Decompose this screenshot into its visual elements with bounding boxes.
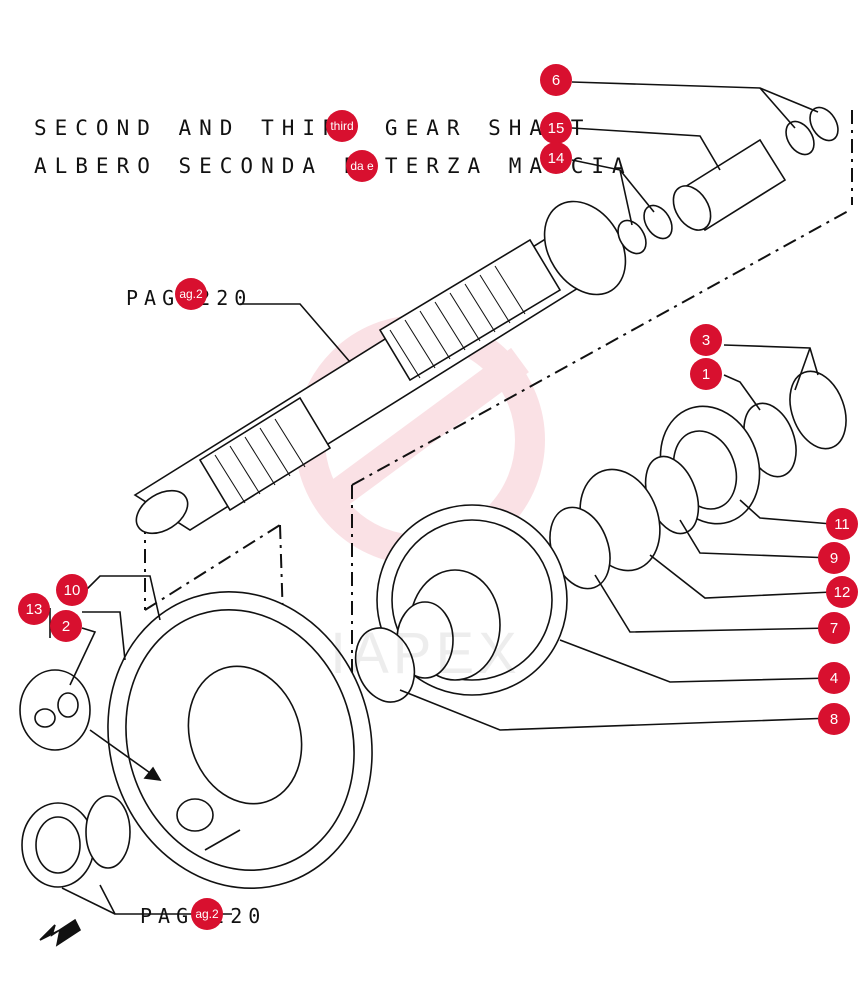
- callout-6[interactable]: 6: [540, 64, 572, 96]
- callout-2[interactable]: 2: [50, 610, 82, 642]
- callout-10[interactable]: 10: [56, 574, 88, 606]
- large-lower-gear: [107, 590, 373, 890]
- shaft-splines: [214, 265, 526, 504]
- watermark-text: IAPEX: [330, 621, 521, 686]
- callout-11[interactable]: 11: [826, 508, 858, 540]
- main-shaft: [133, 200, 627, 535]
- callout-14[interactable]: 14: [540, 142, 572, 174]
- callout-15[interactable]: 15: [540, 112, 572, 144]
- lower-left-parts: [19, 669, 131, 947]
- title-italian: ALBERO SECONDA E TERZA MARCIA: [34, 154, 633, 178]
- callout-13[interactable]: 13: [18, 593, 50, 625]
- callout-1[interactable]: 1: [690, 358, 722, 390]
- right-bearing-parts: [549, 370, 847, 590]
- callout-3[interactable]: 3: [690, 324, 722, 356]
- callout-8[interactable]: 8: [818, 703, 850, 735]
- callout-12[interactable]: 12: [826, 576, 858, 608]
- callout-7[interactable]: 7: [818, 612, 850, 644]
- marker-third[interactable]: third: [326, 110, 358, 142]
- callout-9[interactable]: 9: [818, 542, 850, 574]
- title-english: SECOND AND THIRD GEAR SHAFT: [34, 116, 592, 140]
- upper-shaft-parts: [617, 106, 839, 255]
- marker-ag2-upper[interactable]: ag.2: [175, 278, 207, 310]
- callout-4[interactable]: 4: [818, 662, 850, 694]
- marker-da-e[interactable]: da e: [346, 150, 378, 182]
- middle-gear: [354, 504, 568, 703]
- marker-ag2-lower[interactable]: ag.2: [191, 898, 223, 930]
